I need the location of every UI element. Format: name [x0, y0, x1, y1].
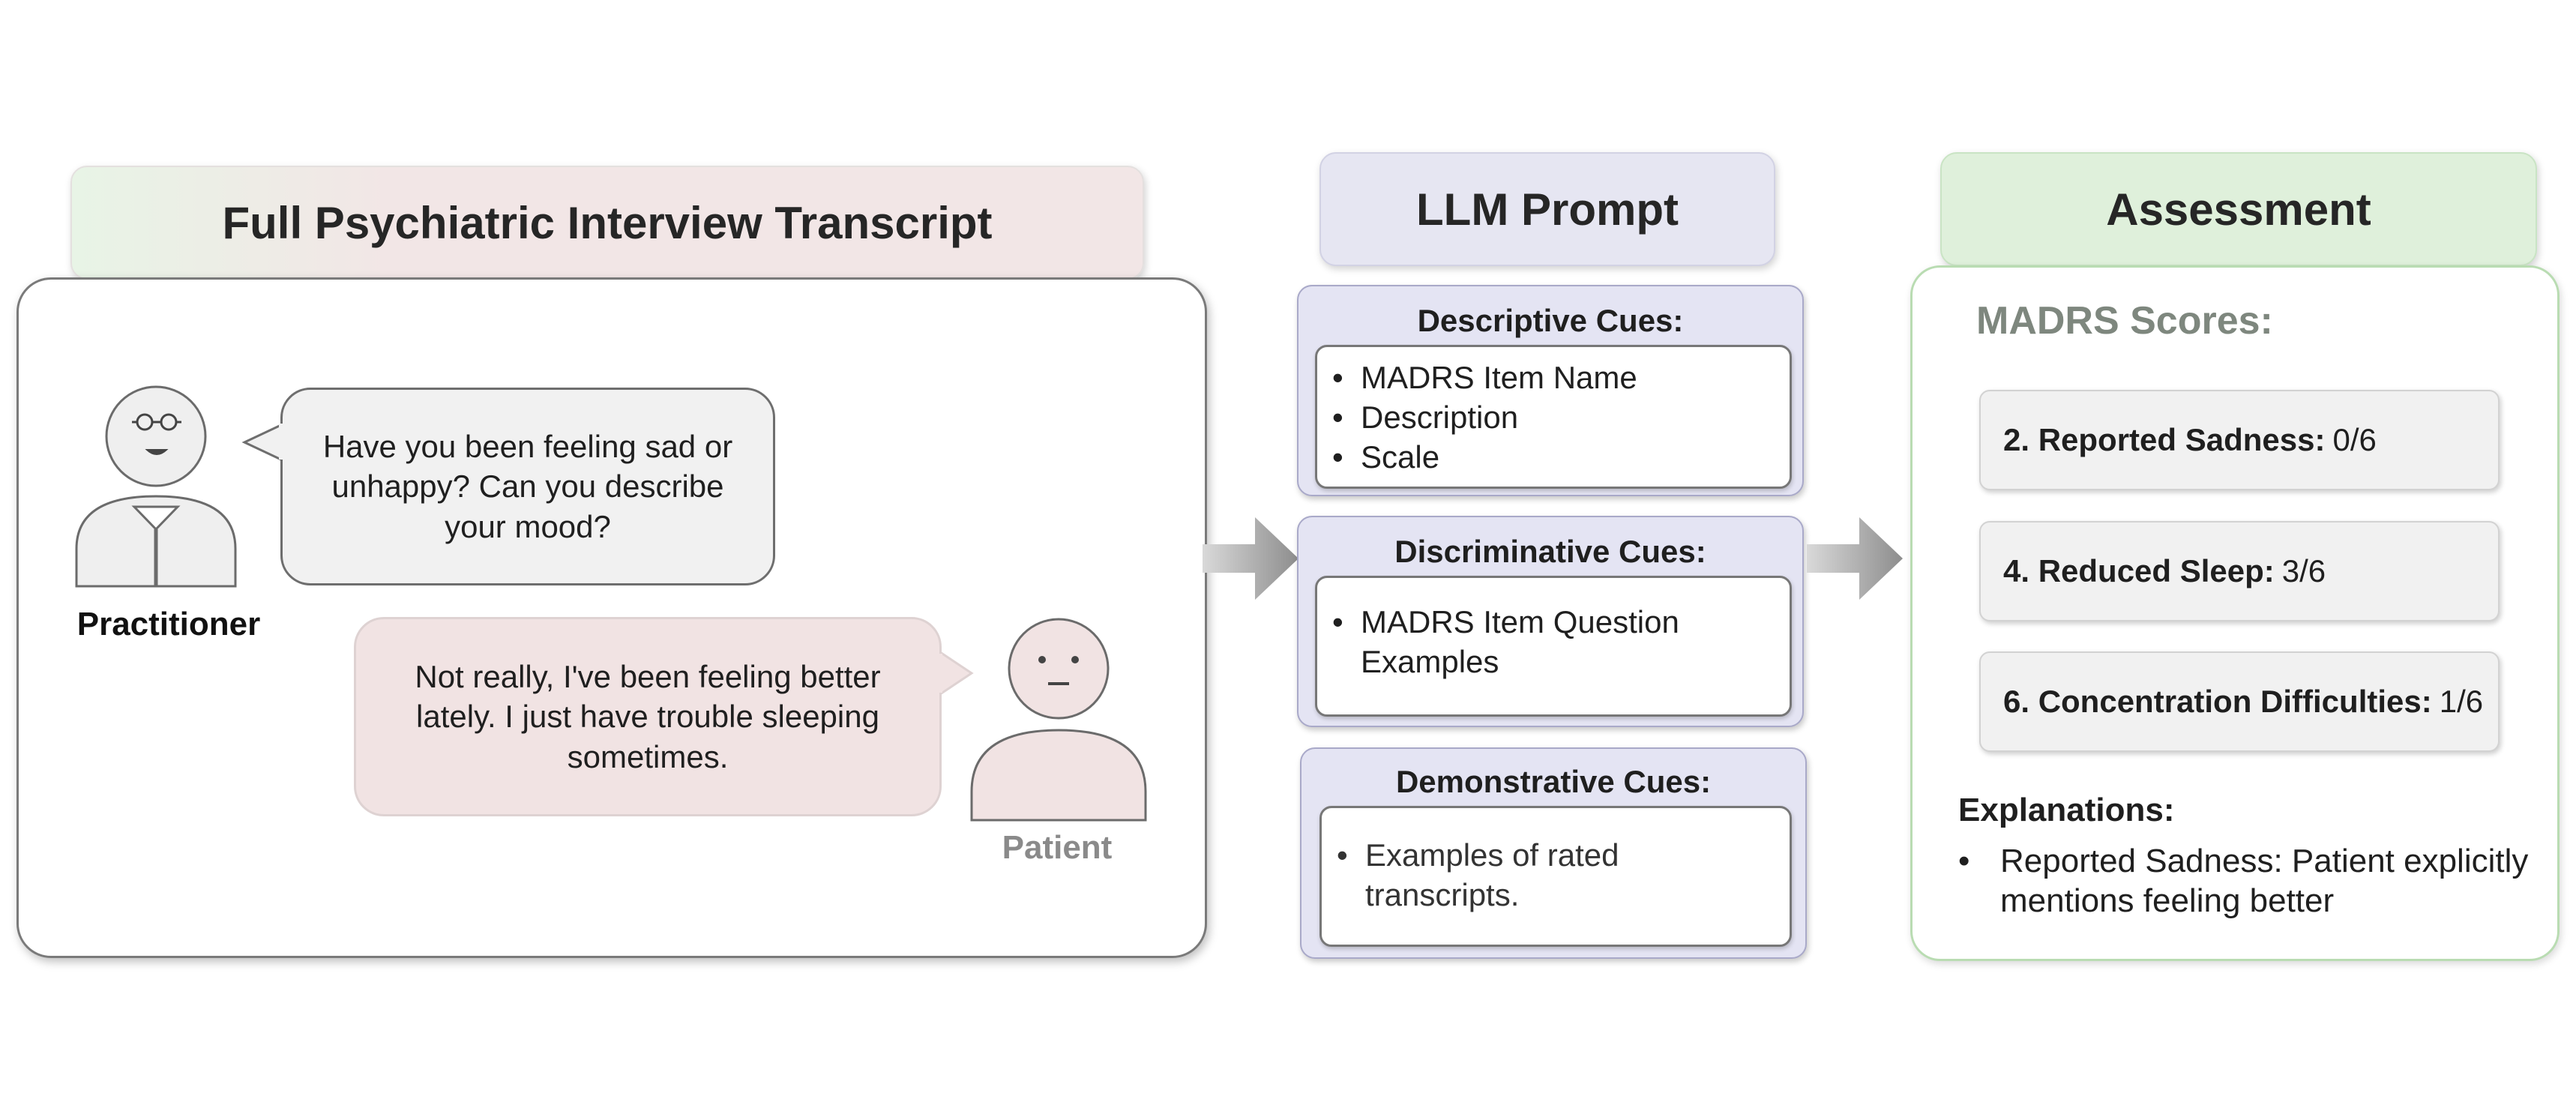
score-value: 0/6	[2332, 422, 2377, 457]
score-value: 1/6	[2439, 684, 2484, 719]
explanations-list: Reported Sadness: Patient explicitly men…	[1958, 841, 2543, 921]
list-item: Reported Sadness: Patient explicitly men…	[1958, 841, 2543, 921]
practitioner-icon	[75, 385, 237, 588]
descriptive-cues-box: Descriptive Cues: MADRS Item Name Descri…	[1297, 285, 1804, 496]
list-item: MADRS Item Question Examples	[1317, 602, 1760, 681]
explanations-heading: Explanations:	[1958, 792, 2175, 828]
list-item: Scale	[1317, 437, 1790, 477]
list-item: Description	[1317, 397, 1790, 437]
score-value: 3/6	[2281, 553, 2326, 588]
score-card: 2. Reported Sadness: 0/6	[1979, 390, 2500, 490]
descriptive-cues-title: Descriptive Cues:	[1417, 303, 1684, 338]
arrow-right-icon	[1807, 517, 1903, 600]
assessment-title: Assessment	[1940, 152, 2537, 266]
list-item: MADRS Item Name	[1317, 358, 1790, 397]
patient-speech-bubble: Not really, I've been feeling better lat…	[354, 617, 942, 816]
descriptive-cues-list: MADRS Item Name Description Scale	[1317, 347, 1790, 477]
bubble-tail-cover	[937, 654, 942, 693]
patient-bubble-tail	[939, 651, 974, 696]
demonstrative-cues-title: Demonstrative Cues:	[1395, 764, 1712, 799]
practitioner-bubble-tail	[241, 423, 283, 462]
discriminative-cues-list-box: MADRS Item Question Examples	[1315, 576, 1792, 717]
patient-label: Patient	[1002, 829, 1113, 866]
list-item: Examples of rated transcripts.	[1322, 835, 1745, 915]
patient-icon	[970, 618, 1147, 822]
bubble-tail-cover	[279, 424, 283, 460]
demonstrative-cues-box: Demonstrative Cues: Examples of rated tr…	[1300, 747, 1807, 959]
discriminative-cues-title: Discriminative Cues:	[1394, 534, 1706, 569]
discriminative-cues-box: Discriminative Cues: MADRS Item Question…	[1297, 516, 1804, 727]
demonstrative-cues-list-box: Examples of rated transcripts.	[1319, 806, 1792, 947]
score-label: 2. Reported Sadness:	[2003, 422, 2326, 457]
score-card: 6. Concentration Difficulties: 1/6	[1979, 651, 2500, 752]
score-card: 4. Reduced Sleep: 3/6	[1979, 521, 2500, 621]
practitioner-label: Practitioner	[76, 606, 261, 642]
transcript-title: Full Psychiatric Interview Transcript	[70, 166, 1144, 280]
descriptive-cues-list-box: MADRS Item Name Description Scale	[1315, 345, 1792, 489]
score-label: 4. Reduced Sleep:	[2003, 553, 2275, 588]
discriminative-cues-list: MADRS Item Question Examples	[1317, 578, 1790, 681]
madrs-scores-heading: MADRS Scores:	[1976, 299, 2273, 343]
prompt-title: LLM Prompt	[1319, 152, 1775, 266]
practitioner-speech-bubble: Have you been feeling sad or unhappy? Ca…	[280, 388, 775, 585]
arrow-right-icon	[1203, 517, 1298, 600]
score-label: 6. Concentration Difficulties:	[2003, 684, 2432, 719]
demonstrative-cues-list: Examples of rated transcripts.	[1322, 808, 1790, 915]
